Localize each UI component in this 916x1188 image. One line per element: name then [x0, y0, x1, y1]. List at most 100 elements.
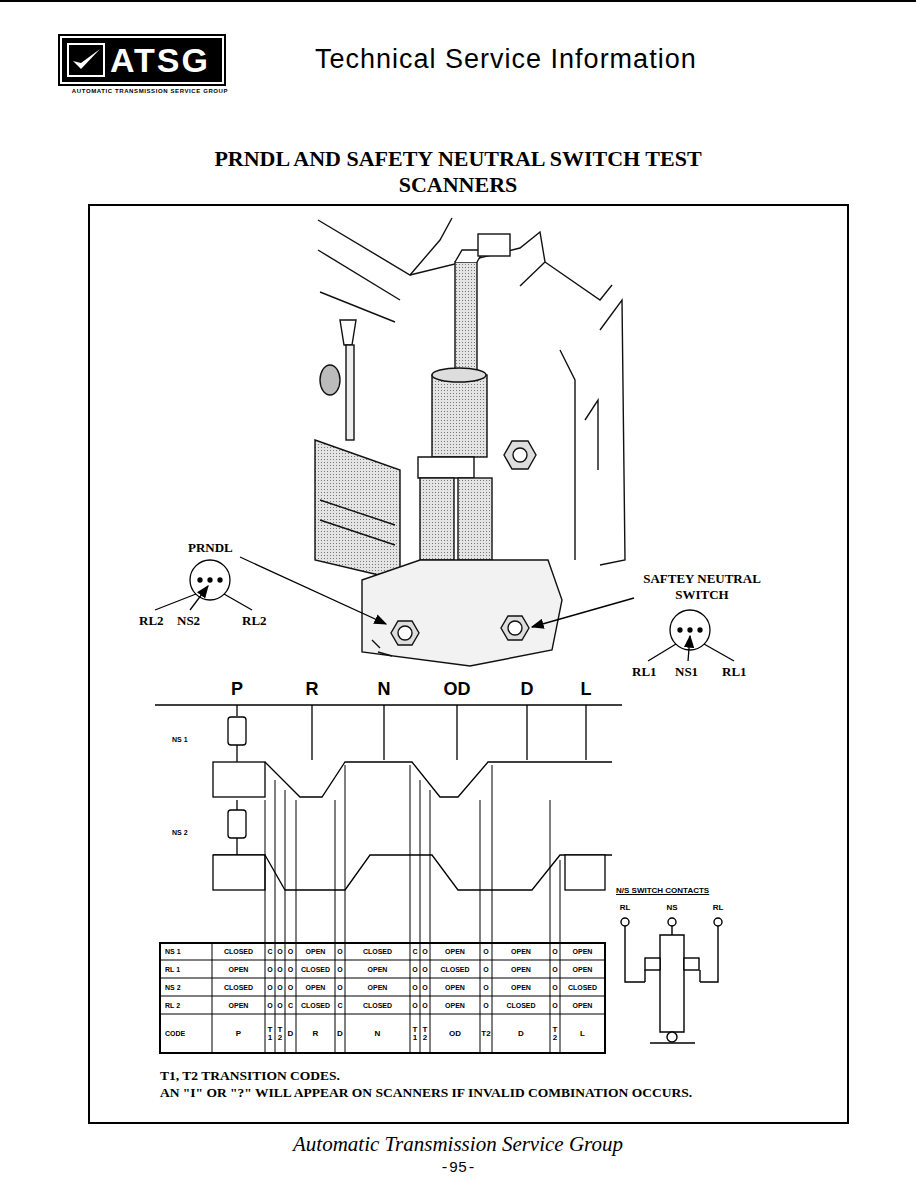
table-cell: D — [286, 1015, 295, 1052]
table-grid-part-part — [265, 943, 266, 1053]
timing-diagram — [155, 705, 622, 943]
table-cell: OPEN — [213, 997, 264, 1013]
transmission-sketch-part — [346, 345, 354, 440]
gear-position: R — [306, 679, 319, 700]
table-cell: OPEN — [297, 944, 334, 959]
switch-contact-schematic-part — [621, 918, 629, 926]
timing-diagram-part — [456, 705, 457, 760]
gear-position: P — [231, 679, 243, 700]
timing-diagram-part — [236, 800, 237, 810]
table-cell: CLOSED — [213, 944, 264, 959]
transmission-sketch-part — [585, 400, 598, 470]
timing-diagram-part — [383, 705, 384, 760]
table-cell: O — [481, 979, 491, 995]
transmission-sketch-part — [362, 560, 562, 666]
transmission-sketch-part — [320, 365, 340, 395]
table-grid-part-part — [160, 960, 605, 961]
timing-diagram-part — [155, 704, 622, 705]
schematic-title: N/S SWITCH CONTACTS — [616, 886, 709, 895]
table-cell: O — [411, 979, 419, 995]
top-rule — [0, 0, 916, 2]
timing-diagram-part-part — [275, 780, 276, 943]
table-cell: D — [493, 1015, 549, 1052]
table-cell: T2 — [481, 1015, 491, 1052]
transmission-sketch-part — [418, 457, 474, 478]
transmission-sketch-part — [432, 368, 486, 382]
transmission-sketch-part — [455, 262, 477, 380]
logo-box: ATSG — [62, 38, 222, 82]
table-cell: O — [276, 997, 284, 1013]
table-cell: CLOSED — [493, 997, 549, 1013]
transmission-sketch-part — [458, 478, 492, 560]
timing-diagram-part-part — [560, 860, 561, 943]
timing-diagram-part-part — [285, 790, 286, 943]
switch-contact-schematic-part — [668, 918, 676, 926]
transmission-sketch-part — [432, 375, 487, 457]
switch-contact-schematic-part — [644, 970, 645, 982]
transmission-sketch-part — [501, 616, 529, 640]
callout-graphics-part — [678, 628, 682, 632]
table-cell: O — [266, 961, 274, 977]
table-cell: O — [481, 961, 491, 977]
table-cell: CLOSED — [346, 944, 409, 959]
table-cell: P — [213, 1015, 264, 1052]
part-name: SAFTEY NEUTRAL SWITCH — [636, 571, 768, 603]
transmission-sketch-part — [513, 448, 527, 462]
table-cell: O — [421, 997, 429, 1013]
gear-position: N — [378, 679, 391, 700]
callout-graphics-part — [155, 594, 196, 610]
logo-text: ATSG — [110, 43, 210, 77]
table-grid-part-part — [160, 996, 605, 997]
timing-diagram-part — [213, 855, 265, 890]
table-cell: T2 — [551, 1015, 559, 1052]
table-grid-part-part — [345, 943, 346, 1053]
table-cell: O — [336, 979, 344, 995]
table-grid-part-part — [335, 943, 336, 1053]
header-text: Technical Service Information — [315, 44, 697, 75]
pin-name: RL — [620, 903, 631, 912]
table-grid-part-part — [550, 943, 551, 1053]
switch-contact-schematic-part — [660, 926, 684, 1032]
switch-contact-schematic-part — [714, 918, 722, 926]
table-cell: C — [286, 997, 295, 1013]
table-cell: OD — [431, 1015, 479, 1052]
switch-contact-schematic — [621, 918, 722, 1043]
table-cell: C — [336, 997, 344, 1013]
table-cell: O — [551, 961, 559, 977]
check-icon-part — [73, 49, 100, 69]
table-cell: OPEN — [213, 961, 264, 977]
table-cell: O — [266, 979, 274, 995]
table-cell: C — [411, 944, 419, 959]
table-cell: OPEN — [493, 961, 549, 977]
table-cell: CLOSED — [431, 961, 479, 977]
timing-diagram-part — [228, 810, 246, 838]
timing-diagram-part — [526, 705, 527, 760]
table-grid-part — [160, 943, 605, 1053]
table-cell: CLOSED — [346, 997, 409, 1013]
table-cell: OPEN — [346, 979, 409, 995]
transmission-sketch-part — [600, 300, 625, 565]
note-text: AN "I" OR "?" WILL APPEAR ON SCANNERS IF… — [160, 1085, 692, 1101]
timing-diagram-part-part — [410, 765, 411, 943]
table-cell: D — [336, 1015, 344, 1052]
callout-graphics-part — [208, 578, 212, 582]
table-cell: OPEN — [431, 944, 479, 959]
pin-name: NS2 — [177, 613, 200, 629]
signal-name: NS 2 — [172, 829, 188, 836]
transmission-sketch-part — [318, 218, 452, 275]
timing-diagram-part — [236, 705, 237, 716]
logo-ring-text: AUTOMATIC TRANSMISSION SERVICE GROUP — [72, 88, 228, 94]
timing-diagram-part-part — [335, 800, 336, 943]
table-cell: OPEN — [561, 997, 604, 1013]
gear-position: L — [581, 679, 592, 700]
check-icon — [67, 43, 105, 77]
table-cell: O — [336, 961, 344, 977]
table-cell: T1 — [266, 1015, 274, 1052]
table-cell: OPEN — [431, 979, 479, 995]
table-cell: OPEN — [297, 979, 334, 995]
transmission-sketch-part — [504, 441, 536, 469]
switch-contact-schematic-part — [700, 926, 718, 982]
table-cell: O — [481, 944, 491, 959]
page-number: -95- — [440, 1160, 476, 1177]
